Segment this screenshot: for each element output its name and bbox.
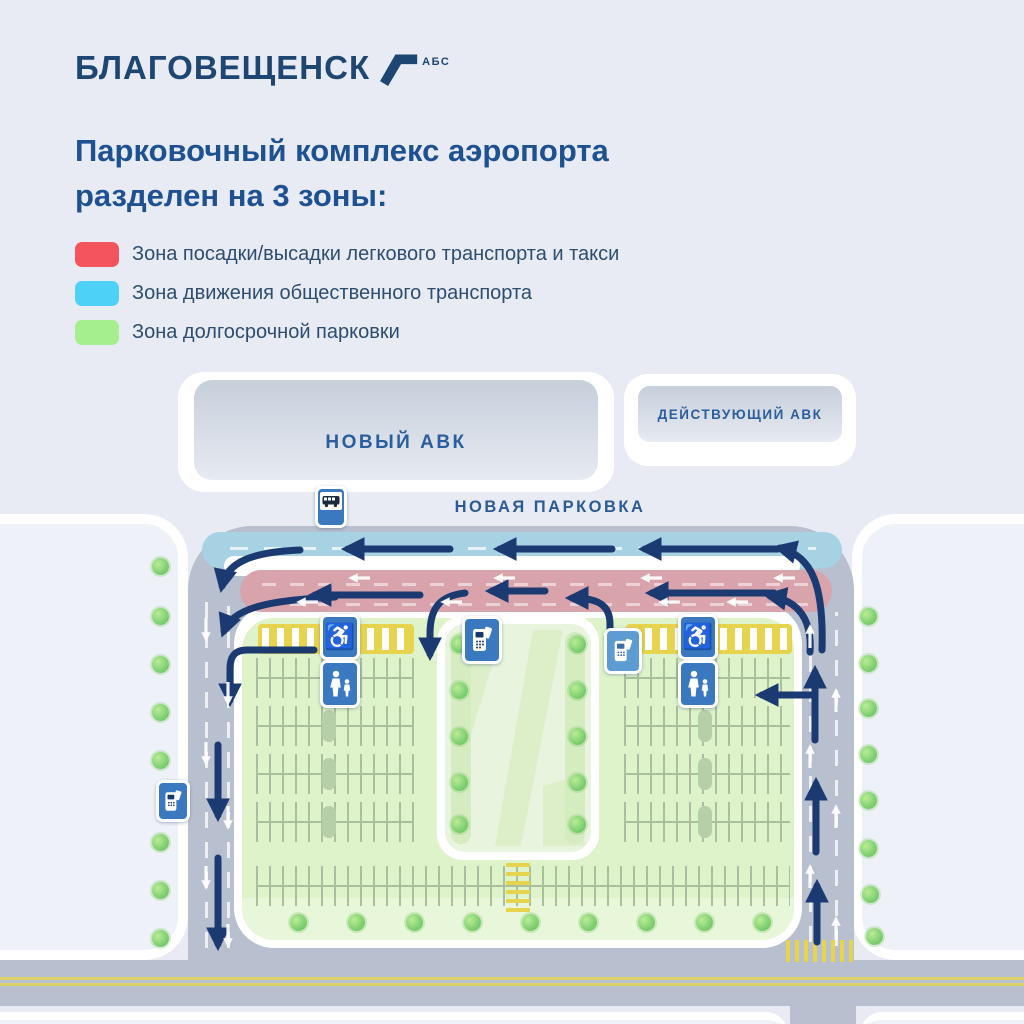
tree [860,655,877,672]
parent-child-sign-icon [320,660,360,708]
tree [152,656,169,673]
transit-lane-dashes [230,547,816,550]
parent-child-sign-icon [678,660,718,708]
legend-swatch-green [75,319,119,345]
tree [406,914,423,931]
legend-label: Зона движения общественного транспорта [132,281,533,304]
tree [348,914,365,931]
tree [152,558,169,575]
tree [451,682,468,699]
legend-label: Зона посадки/высадки легкового транспорт… [132,242,620,265]
legend-swatch-red [75,241,119,267]
tree [580,914,597,931]
tree [152,704,169,721]
south-road-stub [790,1002,856,1024]
tree [638,914,655,931]
road-center-line [0,977,1024,980]
parking-island [698,758,712,790]
legend-item-transit: Зона движения общественного транспорта [75,279,619,307]
old-terminal-building: ДЕЙСТВУЮЩИЙ АВК [638,386,842,442]
payment-terminal-sign-icon [156,780,190,822]
old-terminal-label: ДЕЙСТВУЮЩИЙ АВК [657,406,823,422]
tree [522,914,539,931]
tree [451,816,468,833]
tree [860,608,877,625]
right-road-dashes [809,612,812,942]
parking-island [322,758,336,790]
tree [860,746,877,763]
parking-island [322,710,336,742]
tree [152,608,169,625]
tree [290,914,307,931]
tree [569,816,586,833]
logo-abbr: АБС [422,56,451,68]
legend-item-longterm: Зона долгосрочной парковки [75,318,619,346]
tree [860,792,877,809]
bottom-left-plot [0,1012,788,1024]
legend-item-dropoff: Зона посадки/высадки легкового транспорт… [75,240,619,268]
dropoff-lane-dashes [262,603,810,606]
parking-island [698,710,712,742]
tree [569,728,586,745]
tree [152,752,169,769]
tree [569,682,586,699]
right-green-plot [852,514,1024,960]
new-terminal-building: НОВЫЙ АВК [194,380,598,480]
title-line2: разделен на 3 зоны: [75,178,388,213]
tree [152,882,169,899]
tree [754,914,771,931]
new-terminal-label: НОВЫЙ АВК [325,432,467,453]
payment-terminal-sign-icon [462,616,502,664]
legend: Зона посадки/высадки легкового транспорт… [75,240,619,357]
tree [569,636,586,653]
wheelchair-sign-icon: ♿ [320,614,360,660]
bus-stop-sign-icon [315,486,347,528]
page-title: Парковочный комплекс аэропорта разделен … [75,128,609,218]
wheelchair-sign-icon: ♿ [678,614,718,660]
payment-terminal-sign-icon [604,628,642,674]
left-road-dashes [205,592,208,948]
legend-label: Зона долгосрочной парковки [132,320,400,343]
tree [860,840,877,857]
parking-area-label: НОВАЯ ПАРКОВКА [454,498,646,516]
legend-swatch-cyan [75,280,119,306]
left-road-dashes [227,606,230,948]
tree [860,700,877,717]
crosswalk [506,860,530,912]
tree [152,834,169,851]
dropoff-lane-dashes [262,583,810,586]
bottom-right-plot [860,1012,1024,1024]
tree [862,886,879,903]
tree [866,928,883,945]
right-road-dashes [835,612,838,946]
parking-island [322,806,336,838]
logo-city-name: БЛАГОВЕЩЕНСК [75,49,371,86]
tree [451,774,468,791]
tree [464,914,481,931]
road-center-line [0,983,1024,986]
title-line1: Парковочный комплекс аэропорта [75,133,609,168]
tree [569,774,586,791]
logo-corner-arrow-icon [376,46,418,97]
parking-island [698,806,712,838]
tree [696,914,713,931]
tree [152,930,169,947]
logo: БЛАГОВЕЩЕНСК АБС [75,44,450,97]
tree [451,728,468,745]
crosswalk [786,940,856,962]
